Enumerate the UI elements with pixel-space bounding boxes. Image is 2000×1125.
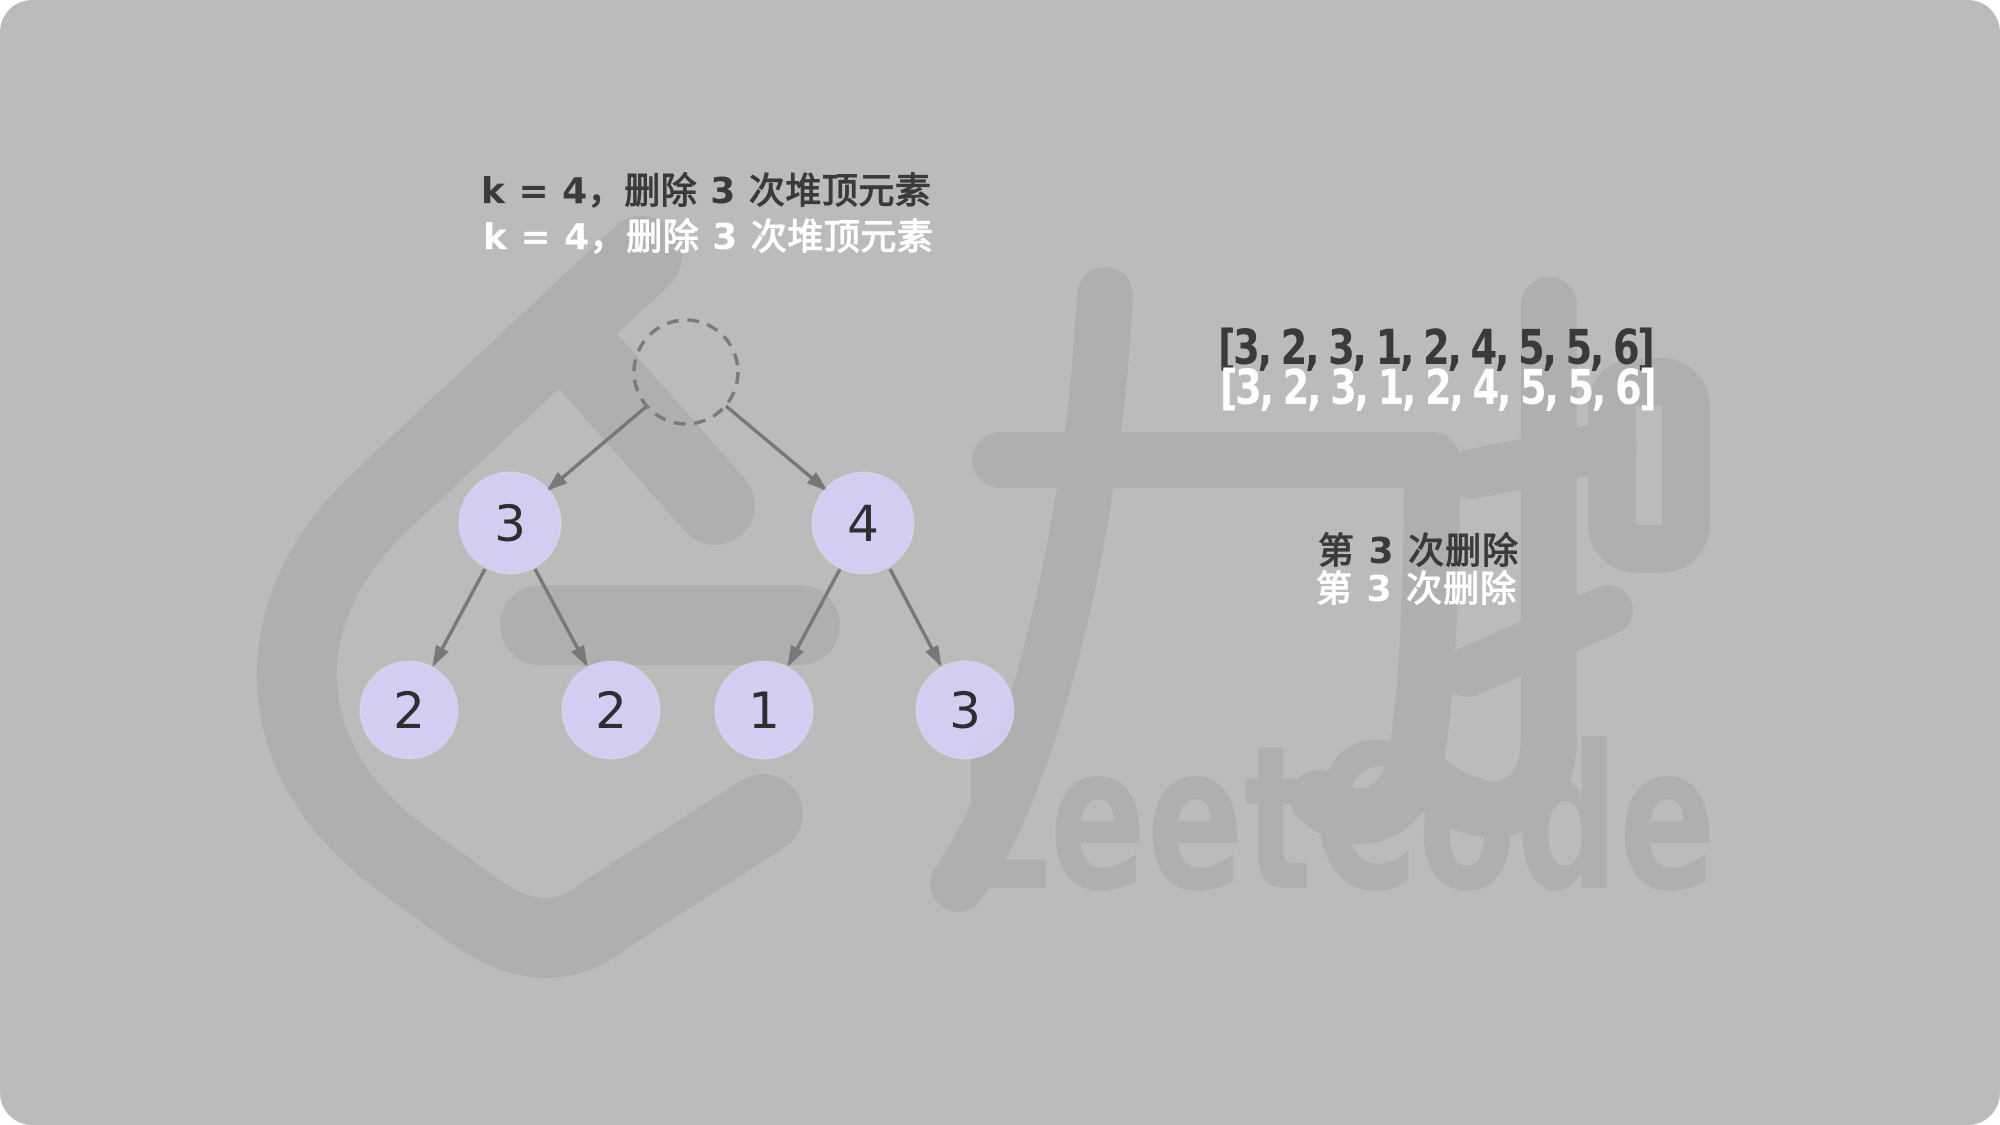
heading-light: k = 4，删除 3 次堆顶元素 bbox=[483, 217, 934, 258]
watermark-cn-characters bbox=[930, 267, 1710, 912]
node-value: 3 bbox=[494, 495, 526, 553]
leetcode-logo-mark-icon bbox=[256, 216, 840, 978]
node-value: 4 bbox=[847, 495, 879, 553]
node-value: 2 bbox=[393, 682, 425, 740]
tree-node: 3 bbox=[458, 471, 562, 575]
node-value: 2 bbox=[595, 682, 627, 740]
node-circle bbox=[561, 660, 661, 760]
deleted-root-node bbox=[632, 318, 740, 426]
tree-node: 2 bbox=[359, 660, 459, 760]
edge-left-to-leaf2 bbox=[533, 568, 588, 667]
tree-node: 4 bbox=[811, 471, 915, 575]
array-text-light: [3, 2, 3, 1, 2, 4, 5, 5, 6] bbox=[1220, 360, 1657, 416]
node-circle bbox=[359, 660, 459, 760]
node-circle bbox=[714, 660, 814, 760]
node-value: 1 bbox=[748, 682, 780, 740]
step-label-light: 第 3 次删除 bbox=[1316, 569, 1518, 610]
li-falling-stroke bbox=[930, 267, 1133, 912]
edge-root-to-right bbox=[724, 404, 828, 492]
tree-node: 2 bbox=[561, 660, 661, 760]
tree-node: 1 bbox=[714, 660, 814, 760]
node-circle bbox=[458, 471, 562, 575]
array-text-dark: [3, 2, 3, 1, 2, 4, 5, 5, 6] bbox=[1218, 320, 1655, 376]
kou-vertical-hook-stroke bbox=[1404, 277, 1577, 838]
li-hook-stroke bbox=[1290, 432, 1460, 845]
node-circle bbox=[915, 660, 1015, 760]
node-circle bbox=[811, 471, 915, 575]
kou-rising-stroke bbox=[1443, 585, 1633, 697]
node-value: 3 bbox=[949, 682, 981, 740]
edge-left-to-leaf1 bbox=[432, 568, 487, 667]
step-label-dark: 第 3 次删除 bbox=[1318, 531, 1520, 572]
edge-right-to-leaf4 bbox=[888, 568, 942, 667]
tree-node: 3 bbox=[915, 660, 1015, 760]
logo-bracket-stroke bbox=[256, 216, 803, 978]
logo-diagonal-stroke bbox=[545, 318, 755, 545]
kou-mouth-box bbox=[1588, 358, 1710, 573]
watermark-leetcode-text: LeetCode bbox=[958, 703, 1716, 936]
heading-dark: k = 4，删除 3 次堆顶元素 bbox=[481, 171, 932, 212]
edge-root-to-left bbox=[546, 404, 649, 492]
edge-right-to-leaf3 bbox=[787, 568, 842, 667]
